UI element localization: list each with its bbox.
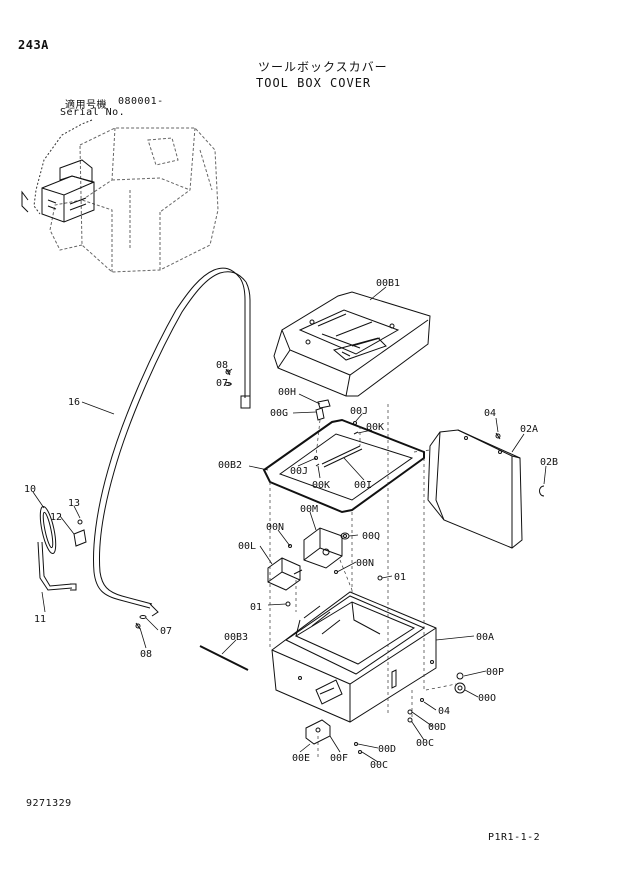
callout-00B3: 00B3 — [224, 632, 248, 643]
callout-00C-lower: 00C — [370, 760, 388, 771]
nut-00C-low — [358, 750, 362, 754]
callout-00L: 00L — [238, 541, 256, 552]
callout-00A: 00A — [476, 632, 494, 643]
bolt-08-lower — [135, 622, 141, 630]
callout-00K-lower: 00K — [312, 480, 330, 491]
washer-00D-right — [407, 709, 413, 715]
callout-01-right: 01 — [394, 572, 406, 583]
screw-04-upper — [495, 432, 501, 440]
grommet-00P — [456, 672, 464, 680]
pin-00K-lower — [315, 463, 320, 467]
callout-10: 10 — [24, 484, 36, 495]
grommet-00O — [454, 682, 466, 694]
callout-00B1: 00B1 — [376, 278, 400, 289]
cover-00B1 — [273, 291, 431, 397]
screw-13 — [77, 519, 83, 525]
rod-00I — [321, 445, 363, 468]
callout-labels: 00B1 08 07 16 00H 00G 00J 00K 04 02A 02B… — [24, 278, 558, 771]
callout-00P: 00P — [486, 667, 504, 678]
callout-00D-right: 00D — [428, 722, 446, 733]
serial-label-jp: 適用号機 — [65, 100, 107, 111]
leader-lines — [32, 286, 547, 763]
washer-07-lower — [139, 615, 147, 619]
side-panel-02A — [427, 429, 523, 549]
callout-00E: 00E — [292, 753, 310, 764]
latch-00H — [317, 399, 331, 409]
page-reference: P1R1-1-2 — [488, 832, 541, 843]
callout-00N-lower: 00N — [356, 558, 374, 569]
machine-leader-line — [33, 119, 93, 215]
drawing-number: 9271329 — [26, 798, 72, 809]
callout-01-left: 01 — [250, 602, 262, 613]
callout-00F: 00F — [330, 753, 348, 764]
callout-00J-upper: 00J — [350, 406, 368, 417]
switch-00L — [267, 557, 303, 591]
pin-00J-lower — [314, 456, 318, 460]
screw-04-lower — [420, 698, 424, 702]
callout-00M: 00M — [300, 504, 318, 515]
screw-01-left — [285, 601, 291, 607]
callout-00J-lower: 00J — [290, 466, 308, 477]
callout-00B2: 00B2 — [218, 460, 242, 471]
callout-04-lower: 04 — [438, 706, 450, 717]
wire-harness-16 — [93, 267, 251, 617]
washer-00D-low — [354, 742, 358, 746]
grommet-12 — [73, 529, 87, 547]
machine-toolbox-highlight — [21, 159, 95, 223]
serial-label-en: Serial No. — [60, 107, 126, 118]
callout-00C-right: 00C — [416, 738, 434, 749]
exploded-view-guides — [269, 404, 457, 760]
seal-00B2-inner — [278, 433, 414, 501]
screw-01-right — [377, 575, 383, 581]
callout-00Q: 00Q — [362, 531, 380, 542]
callout-00G: 00G — [270, 408, 288, 419]
callout-08-upper: 08 — [216, 360, 228, 371]
callout-00K-upper: 00K — [366, 422, 384, 433]
pin-00K-upper — [353, 431, 359, 435]
serial-number: 080001- — [118, 96, 164, 107]
machine-outline-sketch — [49, 127, 219, 273]
callout-07-upper: 07 — [216, 378, 228, 389]
toolbox-00A — [271, 591, 437, 723]
screw-00N-upper — [288, 544, 292, 548]
callout-00D-lower: 00D — [378, 744, 396, 755]
latch-00G — [315, 407, 325, 421]
callout-00O: 00O — [478, 693, 496, 704]
title-japanese: ツールボックスカバー — [258, 60, 388, 74]
lamp-arm-11 — [37, 541, 77, 591]
callout-00I: 00I — [354, 480, 372, 491]
callout-08-lower: 08 — [140, 649, 152, 660]
title-english: TOOL BOX COVER — [256, 76, 372, 90]
clip-02B — [539, 485, 545, 497]
callout-13: 13 — [68, 498, 80, 509]
callout-16: 16 — [68, 397, 80, 408]
callout-02A: 02A — [520, 424, 538, 435]
callout-12: 12 — [50, 512, 62, 523]
bracket-00M — [303, 527, 343, 569]
group-code: 243A — [18, 38, 49, 52]
callout-04-upper: 04 — [484, 408, 496, 419]
nut-00C-right — [407, 717, 413, 723]
latch-00E — [305, 719, 331, 745]
callout-11: 11 — [34, 614, 46, 625]
callout-07-lower: 07 — [160, 626, 172, 637]
strip-00B3 — [199, 645, 249, 671]
callout-00H: 00H — [278, 387, 296, 398]
callout-00N-upper: 00N — [266, 522, 284, 533]
callout-02B: 02B — [540, 457, 558, 468]
